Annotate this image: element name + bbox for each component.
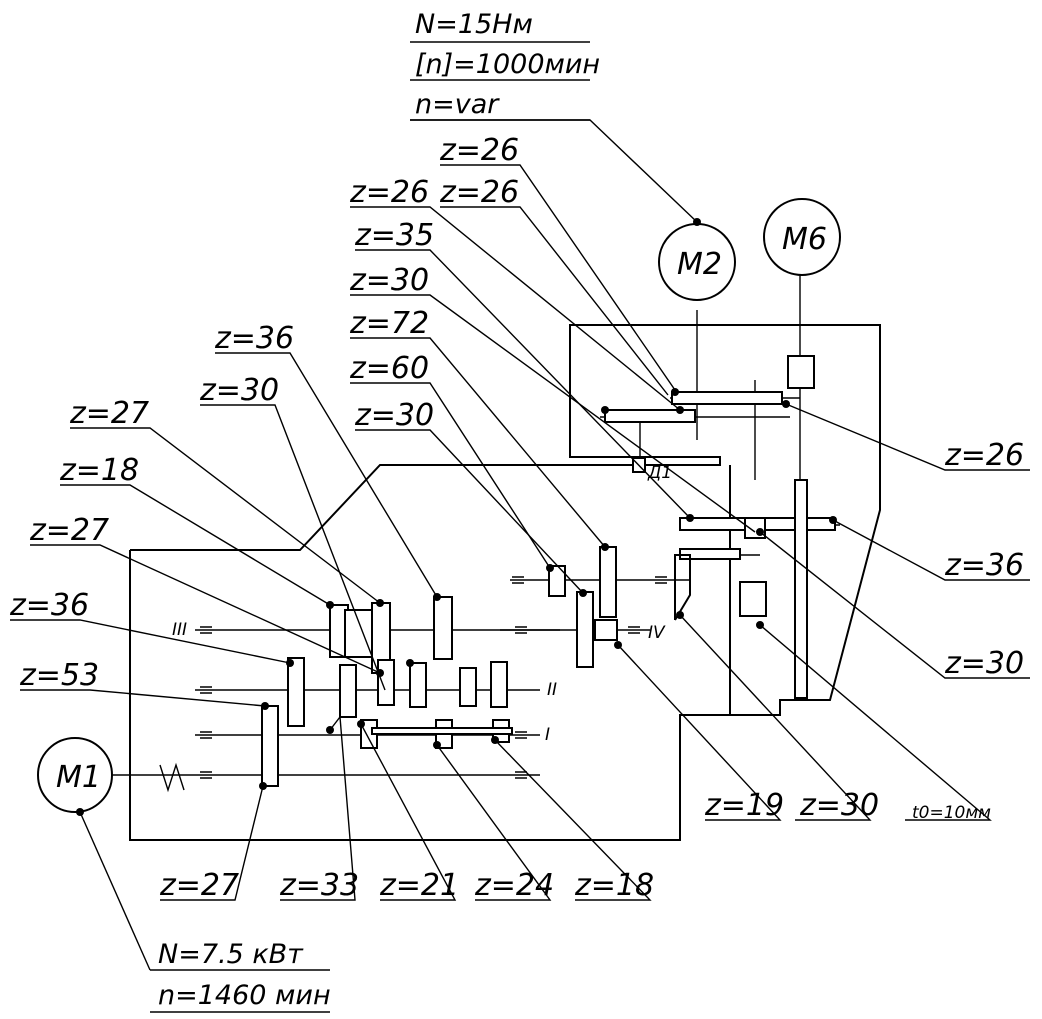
gear-label: z=19: [704, 788, 784, 823]
m2-parameter-box: N=15Нм [n]=1000мин n=var: [410, 9, 600, 121]
gear-label: z=72: [349, 306, 429, 341]
brake-label: Д1: [647, 463, 672, 483]
shaft-i-label: I: [545, 725, 550, 745]
gear-label: z=18: [574, 868, 654, 903]
gear-label: z=26: [349, 175, 429, 210]
shaft-iii-label: III: [172, 620, 187, 640]
m2-max-speed: [n]=1000мин: [415, 49, 600, 80]
motor-m1: M1: [37, 737, 113, 813]
gear-labels: z=26 z=26 z=26 z=35 z=30 z=72 z=60 z=30 …: [9, 133, 1024, 903]
gear-label: z=24: [474, 868, 554, 903]
motor-m2-label: M2: [677, 247, 722, 282]
motor-m1-label: M1: [56, 760, 101, 795]
gearbox-housing: [129, 324, 881, 841]
gear-label: z=21: [379, 868, 459, 903]
motor-m6-label: M6: [782, 222, 827, 257]
m2-torque: N=15Нм: [415, 9, 533, 40]
shaft-iv-label: IV: [648, 623, 666, 643]
connection-dots: [76, 218, 837, 816]
gear-blocks: [261, 355, 836, 787]
gear-label: z=26: [439, 175, 519, 210]
gear-label: z=27: [29, 513, 109, 548]
gear-label: z=60: [349, 351, 429, 386]
gear-label: z=26: [439, 133, 519, 168]
gear-label: z=30: [349, 263, 429, 298]
m1-parameter-box: N=7.5 кВт n=1460 мин: [150, 939, 331, 1013]
gear-label: z=26: [944, 438, 1024, 473]
motor-m2: M2: [658, 223, 736, 301]
leader-lines: [10, 119, 1030, 971]
gear-label: z=53: [19, 658, 99, 693]
gear-label: z=30: [944, 646, 1024, 681]
gear-label: z=27: [69, 396, 149, 431]
m2-speed-mode: n=var: [415, 89, 500, 120]
gear-label: z=30: [799, 788, 879, 823]
gear-label: z=18: [59, 453, 139, 488]
gear-label: z=30: [354, 398, 434, 433]
shaft-ii-label: II: [547, 680, 557, 700]
gear-label: z=36: [944, 548, 1024, 583]
gear-label: z=36: [9, 588, 89, 623]
m1-power: N=7.5 кВт: [158, 939, 304, 970]
gear-label: z=36: [214, 321, 294, 356]
motor-m6: M6: [763, 198, 841, 276]
gear-label: z=27: [159, 868, 239, 903]
shaft-labels: III II I IV Д1 t0=10мм: [172, 463, 991, 823]
screw-pitch-label: t0=10мм: [912, 803, 991, 823]
gear-label: z=33: [279, 868, 359, 903]
m1-speed: n=1460 мин: [158, 980, 331, 1011]
gear-label: z=30: [199, 373, 279, 408]
gear-label: z=35: [354, 218, 434, 253]
